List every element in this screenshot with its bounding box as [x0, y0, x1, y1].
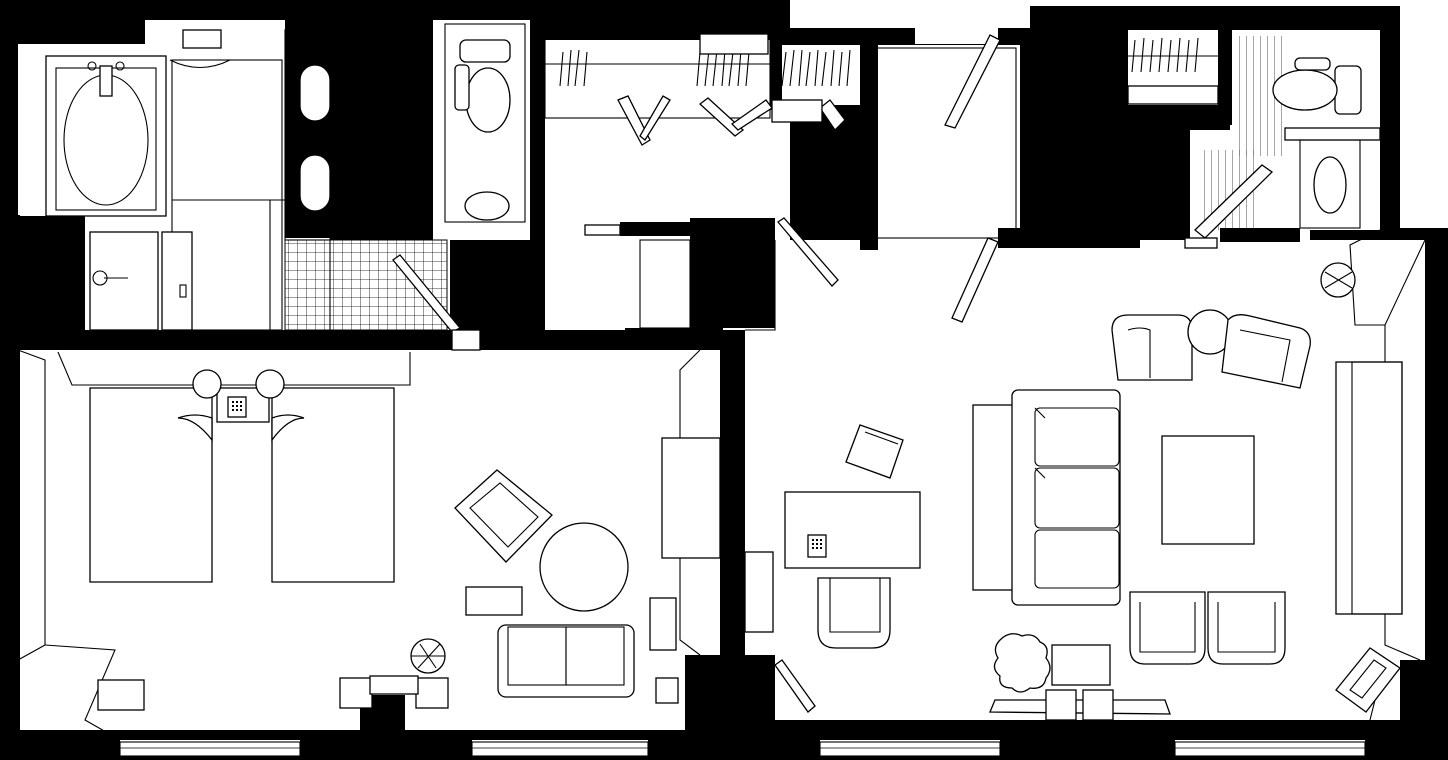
telephone-icon — [227, 396, 247, 418]
living-door[interactable] — [774, 659, 816, 713]
coffee-table — [1161, 435, 1255, 545]
wc-toilet-icon — [454, 39, 511, 133]
round-table — [539, 522, 629, 612]
powder-sink-icon — [1313, 156, 1347, 214]
bedroom — [89, 369, 721, 711]
ottoman — [465, 586, 523, 616]
armchair-bottom-left-icon — [1129, 591, 1206, 665]
hall-door[interactable] — [777, 217, 839, 287]
side-table-right — [649, 597, 677, 651]
lamp-left-icon — [192, 369, 222, 399]
floor-lamp-icon — [410, 638, 446, 674]
toilet-icon — [89, 231, 193, 331]
armchair-icon — [454, 469, 553, 563]
powder-room — [1184, 36, 1381, 249]
corner-floor-lamp-icon — [1320, 262, 1356, 298]
entrance-hall — [584, 34, 1017, 329]
powder-room-door[interactable] — [1184, 164, 1274, 249]
magazine-rack-icon — [1335, 647, 1401, 713]
living-room — [744, 262, 1403, 721]
writing-desk — [784, 491, 921, 569]
wc-sink-icon — [464, 191, 510, 221]
loveseat-icon — [497, 624, 635, 698]
bedroom-desk — [339, 675, 449, 709]
lamp-right-icon — [255, 369, 285, 399]
windows — [119, 741, 1366, 757]
shower-head-icon — [169, 29, 231, 68]
twin-bed-right — [271, 387, 395, 583]
master-bathroom — [45, 29, 481, 351]
closet-folding-doors[interactable] — [617, 33, 846, 146]
bathtub-icon — [45, 55, 167, 217]
luggage-rack — [97, 679, 145, 711]
shower-floor — [171, 59, 283, 331]
armchair-bottom-right-icon — [1207, 591, 1286, 665]
sofa-icon — [972, 389, 1121, 606]
twin-bed-left — [89, 387, 213, 583]
desk-chair-small — [845, 424, 904, 479]
entrance-door-upper[interactable] — [944, 34, 1001, 129]
armchair-top-right-icon — [1221, 314, 1311, 389]
plant-icon — [993, 633, 1051, 693]
powder-toilet-icon — [1272, 57, 1362, 115]
guest-closet — [1127, 37, 1219, 105]
living-bench — [989, 689, 1171, 721]
water-closet — [444, 23, 526, 223]
side-cabinet — [744, 551, 774, 633]
vanity-sinks-icon — [284, 29, 331, 241]
desk-telephone-icon — [807, 534, 827, 558]
desk-chair-icon — [817, 577, 891, 649]
sideboard — [1335, 361, 1403, 615]
bathroom-door[interactable] — [392, 254, 481, 351]
tv-console — [661, 437, 721, 559]
hangers-icon — [559, 49, 851, 87]
armchair-top-left-icon — [1111, 314, 1193, 381]
corner-table — [655, 677, 679, 704]
entrance-door-lower[interactable] — [951, 237, 999, 323]
walk-in-closet — [544, 33, 851, 146]
magazine-table — [1051, 644, 1111, 686]
